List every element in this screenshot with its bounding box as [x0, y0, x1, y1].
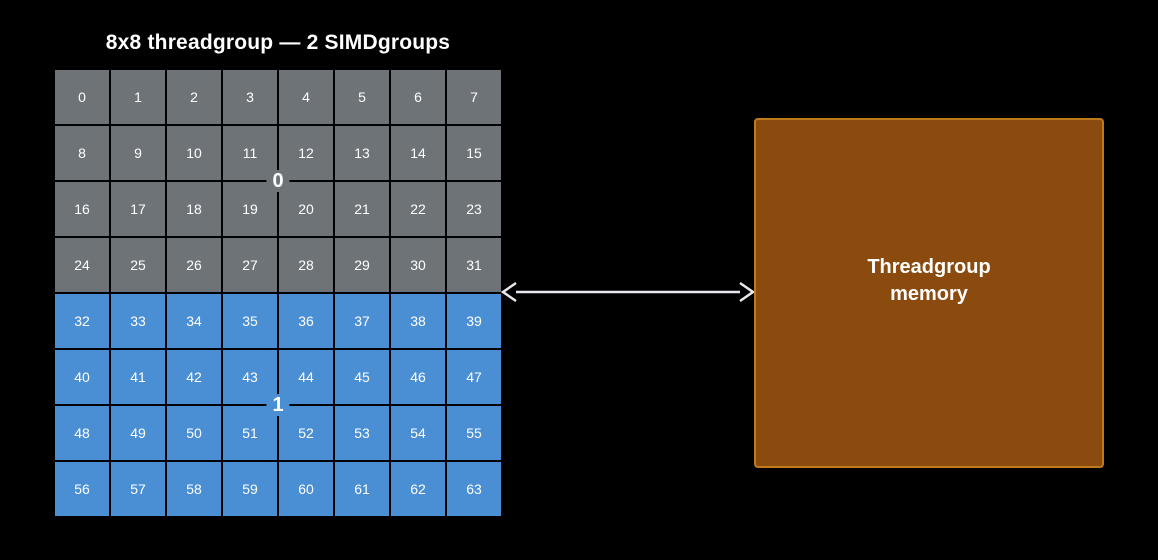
thread-cell: 14 [391, 126, 445, 180]
thread-cell: 27 [223, 238, 277, 292]
thread-cell: 4 [279, 70, 333, 124]
thread-cell: 41 [111, 350, 165, 404]
thread-cell: 17 [111, 182, 165, 236]
thread-cell: 20 [279, 182, 333, 236]
thread-cell: 61 [335, 462, 389, 516]
thread-cell: 59 [223, 462, 277, 516]
thread-cell: 8 [55, 126, 109, 180]
thread-cell: 7 [447, 70, 501, 124]
arrow-head-right [739, 281, 756, 303]
thread-cell: 36 [279, 294, 333, 348]
thread-cell: 34 [167, 294, 221, 348]
thread-cell: 62 [391, 462, 445, 516]
thread-cell: 46 [391, 350, 445, 404]
thread-cell: 58 [167, 462, 221, 516]
thread-cell: 2 [167, 70, 221, 124]
thread-cell: 15 [447, 126, 501, 180]
thread-cell: 35 [223, 294, 277, 348]
thread-cell: 9 [111, 126, 165, 180]
thread-cell: 60 [279, 462, 333, 516]
thread-cell: 56 [55, 462, 109, 516]
thread-cell: 0 [55, 70, 109, 124]
thread-cell: 33 [111, 294, 165, 348]
thread-cell: 13 [335, 126, 389, 180]
thread-cell: 16 [55, 182, 109, 236]
thread-cell: 47 [447, 350, 501, 404]
thread-cell: 37 [335, 294, 389, 348]
simdgroup-label: 0 [266, 170, 290, 192]
simdgroup-label: 1 [266, 394, 290, 416]
thread-cell: 38 [391, 294, 445, 348]
thread-cell: 10 [167, 126, 221, 180]
thread-cell: 3 [223, 70, 277, 124]
thread-cell: 42 [167, 350, 221, 404]
thread-cell: 11 [223, 126, 277, 180]
threadgroup-memory-label: Threadgroup memory [867, 256, 991, 305]
thread-cell: 30 [391, 238, 445, 292]
thread-cell: 24 [55, 238, 109, 292]
thread-cell: 50 [167, 406, 221, 460]
thread-cell: 54 [391, 406, 445, 460]
thread-cell: 28 [279, 238, 333, 292]
thread-cell: 29 [335, 238, 389, 292]
thread-cell: 18 [167, 182, 221, 236]
thread-cell: 25 [111, 238, 165, 292]
thread-cell: 21 [335, 182, 389, 236]
thread-cell: 55 [447, 406, 501, 460]
thread-cell: 23 [447, 182, 501, 236]
thread-cell: 22 [391, 182, 445, 236]
threadgroup-memory-box: Threadgroup memory [754, 118, 1104, 468]
arrow-head-left [500, 281, 517, 303]
thread-cell: 63 [447, 462, 501, 516]
diagram-title: 8x8 threadgroup — 2 SIMDgroups [105, 31, 451, 54]
bidirectional-arrow-icon [500, 281, 756, 303]
thread-cell: 5 [335, 70, 389, 124]
thread-cell: 32 [55, 294, 109, 348]
thread-cell: 40 [55, 350, 109, 404]
thread-cell: 53 [335, 406, 389, 460]
thread-cell: 49 [111, 406, 165, 460]
thread-cell: 39 [447, 294, 501, 348]
thread-cell: 19 [223, 182, 277, 236]
thread-cell: 57 [111, 462, 165, 516]
thread-cell: 1 [111, 70, 165, 124]
thread-cell: 6 [391, 70, 445, 124]
thread-cell: 45 [335, 350, 389, 404]
thread-cell: 26 [167, 238, 221, 292]
thread-cell: 31 [447, 238, 501, 292]
thread-cell: 48 [55, 406, 109, 460]
